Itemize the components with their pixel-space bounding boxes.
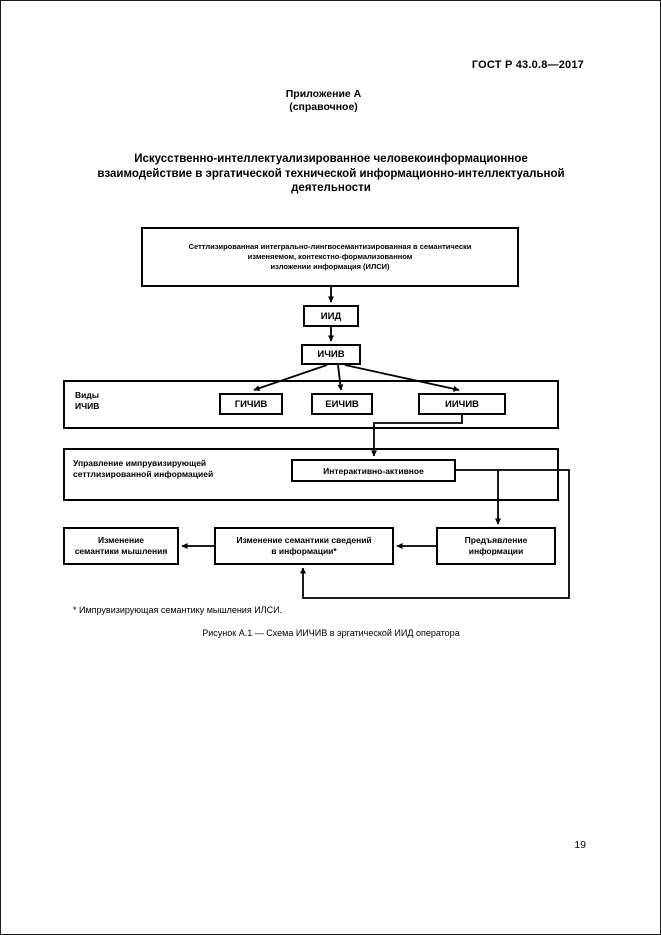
ilsi-line3: изложении информация (ИЛСИ) — [270, 262, 390, 271]
appendix-type: (справочное) — [289, 101, 358, 113]
control-group-label: Управление импрувизирующей сеттлизирован… — [73, 458, 213, 480]
change-thinking-semantics-box: Изменение семантики мышления — [63, 527, 179, 565]
thinking-line1: Изменение — [97, 535, 145, 545]
thinking-line2: семантики мышления — [74, 546, 168, 556]
types-label-line2: ИЧИВ — [75, 400, 100, 411]
arrow-ichiv-to-eichiv — [337, 364, 344, 391]
section-title-line2: взаимодействие в эргатической техническо… — [97, 167, 565, 180]
types-of-ichiv-group-box — [63, 380, 559, 429]
interactive-active-box: Интерактивно-активное — [291, 459, 456, 482]
line-interactive-feedback — [300, 469, 570, 599]
section-title: Искусственно-интеллектуализированное чел… — [31, 152, 631, 196]
section-title-line1: Искусственно-интеллектуализированное чел… — [134, 153, 528, 165]
gichiv-box: ГИЧИВ — [219, 393, 283, 415]
ilsi-line2: изменяемом, контекстно-формализованном — [247, 252, 413, 261]
footnote: * Импрувизирующая семантику мышления ИЛС… — [73, 605, 283, 615]
present-information-box: Предъявление информации — [436, 527, 556, 565]
arrow-ichiv-to-gichiv — [253, 364, 328, 392]
eichiv-box: ЕИЧИВ — [311, 393, 373, 415]
appendix-heading: Приложение А (справочное) — [1, 88, 646, 114]
figure-caption: Рисунок А.1 — Схема ИИЧИВ в эргатической… — [202, 628, 460, 638]
standard-number-header: ГОСТ Р 43.0.8—2017 — [471, 59, 584, 71]
present-line2: информации — [468, 546, 524, 556]
appendix-label: Приложение А — [285, 88, 362, 100]
present-line1: Предъявление — [464, 535, 528, 545]
semantics-line1: Изменение семантики сведений — [236, 535, 372, 545]
iid-box: ИИД — [303, 305, 359, 327]
ilsi-line1: Сеттлизированная интегрально-лингвосеман… — [188, 242, 472, 251]
control-label-line2: сеттлизированной информацией — [73, 469, 214, 479]
ichiv-box: ИЧИВ — [301, 344, 361, 365]
ilsi-box: Сеттлизированная интегрально-лингвосеман… — [141, 227, 519, 287]
arrow-iichiv-to-interactive — [371, 414, 463, 457]
arrow-ichiv-to-iichiv — [344, 364, 460, 392]
types-label-line1: Виды — [75, 390, 100, 400]
page-number: 19 — [574, 839, 586, 851]
iichiv-box: ИИЧИВ — [418, 393, 506, 415]
section-title-line3: деятельности — [291, 182, 371, 194]
types-of-ichiv-label: Виды ИЧИВ — [75, 390, 99, 411]
semantics-line2: в информации* — [271, 546, 337, 556]
control-group-box — [63, 448, 559, 501]
control-label-line1: Управление импрувизирующей — [73, 458, 207, 468]
change-information-semantics-box: Изменение семантики сведений в информаци… — [214, 527, 394, 565]
